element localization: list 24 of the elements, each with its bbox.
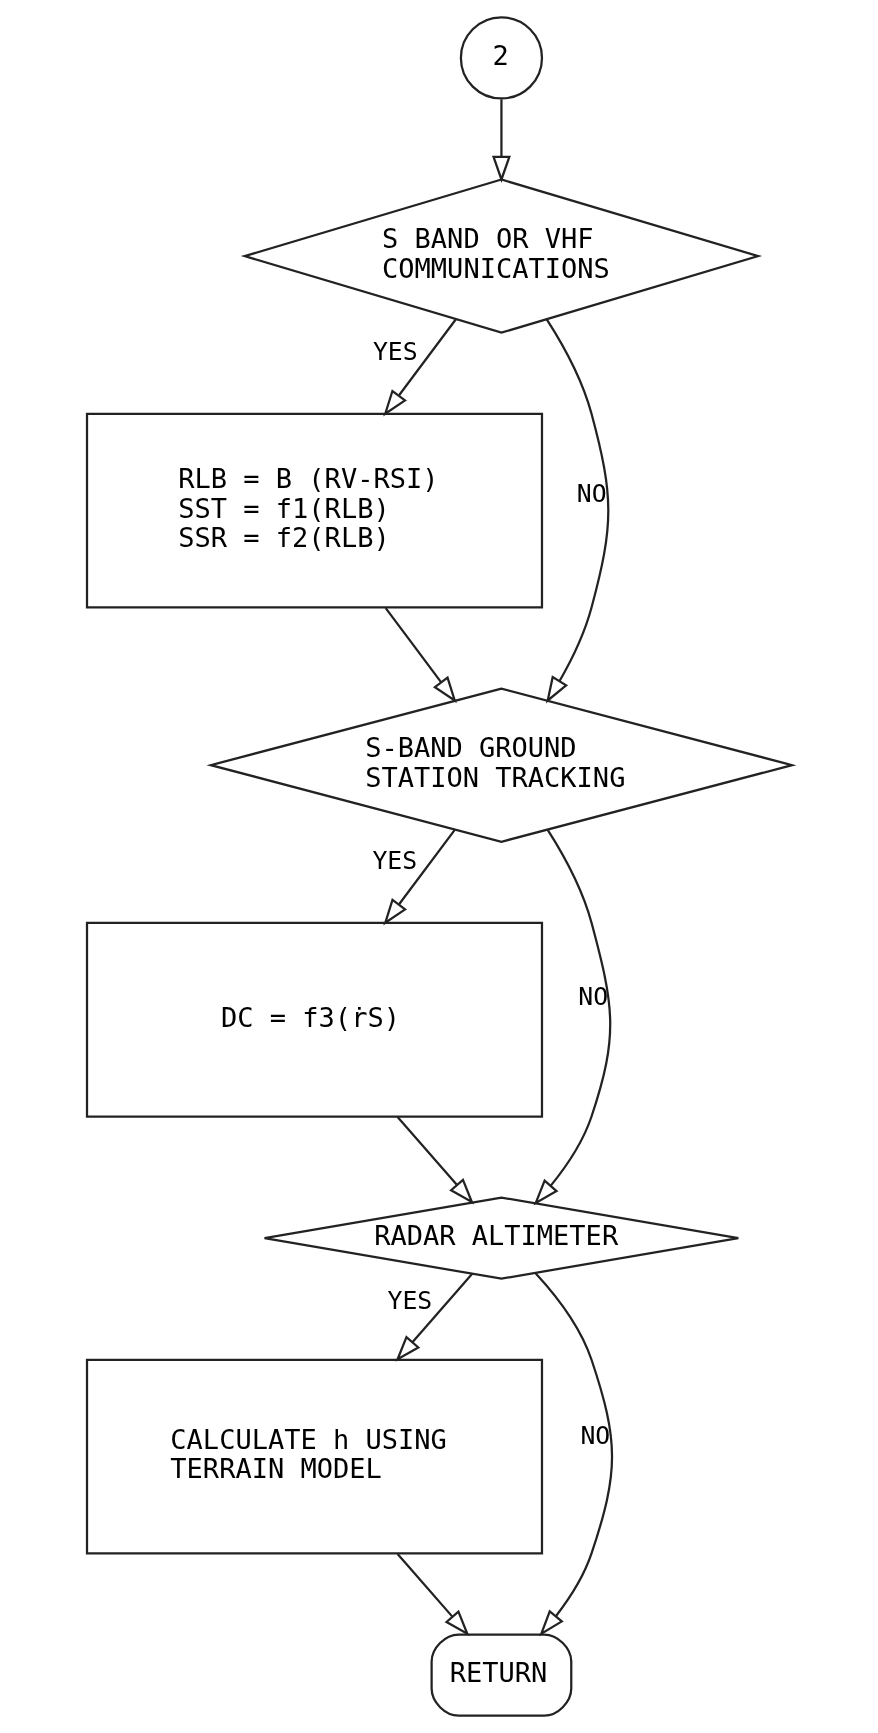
node-diamond: S BAND OR VHF COMMUNICATIONS xyxy=(240,178,762,334)
edge-label: YES xyxy=(372,336,418,366)
arrow xyxy=(382,829,456,926)
node-box: DC = f3(ṙS) xyxy=(85,921,543,1118)
node-circle: 2 xyxy=(459,16,543,100)
arrow xyxy=(394,1273,473,1362)
node-box: CALCULATE h USING TERRAIN MODEL xyxy=(85,1358,543,1555)
arrow xyxy=(396,1116,474,1205)
arrow xyxy=(384,607,457,704)
node-diamond: RADAR ALTIMETER xyxy=(262,1196,739,1280)
edge-label: NO xyxy=(577,982,608,1012)
edge-label: NO xyxy=(579,1421,610,1451)
arrow xyxy=(545,318,609,704)
edge-label: YES xyxy=(386,1286,432,1316)
arrow xyxy=(382,318,457,417)
arrow xyxy=(491,99,511,183)
edge-label: NO xyxy=(576,479,607,509)
arrow xyxy=(534,1272,613,1637)
node-diamond: S-BAND GROUND STATION TRACKING xyxy=(205,687,796,843)
arrow xyxy=(533,829,611,1206)
node-box: RETURN xyxy=(430,1633,572,1717)
node-box: RLB = B (RV-RSI) SST = f1(RLB) SSR = f2(RLB) xyxy=(85,412,543,609)
edge-label: YES xyxy=(371,846,417,876)
arrow xyxy=(396,1553,470,1637)
